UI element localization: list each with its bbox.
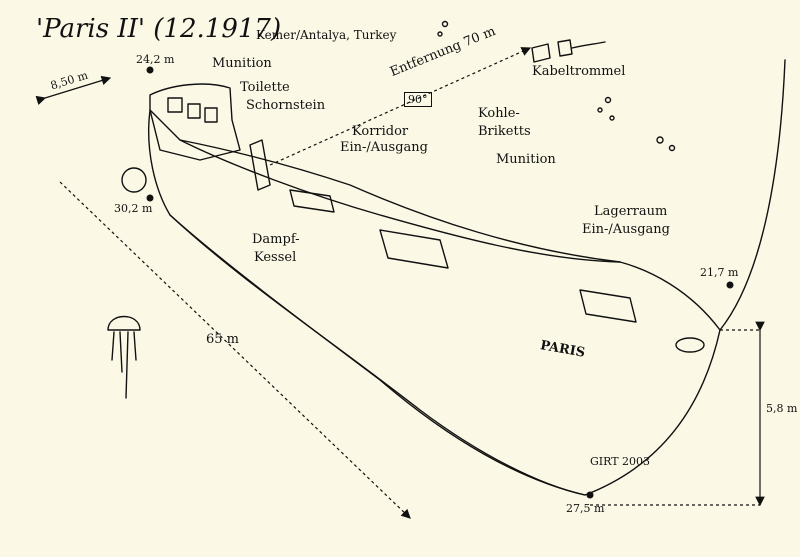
keel-line (169, 214, 586, 496)
bubble (656, 136, 664, 144)
chimney (249, 139, 271, 191)
porthole (675, 337, 705, 353)
label-lagerraum: Lagerraum (594, 204, 668, 219)
cable-drum (531, 39, 606, 63)
width-dimension (35, 75, 112, 106)
hatch (379, 229, 449, 269)
depth-stern: 30,2 m (114, 202, 153, 215)
label-kessel: Kessel (254, 250, 297, 265)
diagram-title: 'Paris II' (12.1917) (36, 14, 282, 44)
depth-dot-keel (586, 491, 594, 499)
depth-dot-stern (146, 194, 154, 202)
label-korridor: Korridor (352, 124, 409, 139)
bubble (609, 115, 615, 121)
hull-outline (148, 109, 721, 496)
label-schornstein: Schornstein (246, 98, 326, 113)
depth-dot-bridge (146, 66, 154, 74)
label-kohle: Kohle- (478, 106, 520, 121)
deck-line (179, 139, 621, 263)
label-briketts: Briketts (478, 124, 531, 139)
bow-mast (719, 59, 786, 331)
bridge-window (204, 107, 218, 123)
label-munition-mid: Munition (496, 152, 556, 167)
bubble (597, 107, 603, 113)
depth-bridge: 24,2 m (136, 53, 175, 66)
hatch (579, 289, 637, 323)
jellyfish (107, 315, 141, 399)
bridge-window (187, 103, 201, 119)
depth-dot-bow (726, 281, 734, 289)
bubble (604, 96, 612, 104)
label-kabeltrommel: Kabeltrommel (532, 64, 626, 79)
length-measurement: 65 m (206, 332, 240, 347)
bubble (668, 144, 676, 152)
height-measurement: 5,8 m (766, 402, 798, 415)
length-dimension (59, 181, 411, 519)
label-ein-ausgang-1: Ein-/Ausgang (340, 140, 428, 155)
bubble (441, 20, 449, 28)
label-dampf: Dampf- (252, 232, 300, 247)
bridge-structure (149, 83, 241, 161)
label-ein-ausgang-2: Ein-/Ausgang (582, 222, 670, 237)
hatch (289, 189, 335, 213)
artist-signature: GIRT 2003 (590, 455, 651, 468)
label-munition-top: Munition (212, 56, 272, 71)
bridge-window (167, 97, 183, 113)
diagram-location: Kemer/Antalya, Turkey (256, 28, 397, 42)
stern-wheel (121, 167, 147, 193)
bubble (437, 31, 443, 37)
label-toilette: Toilette (240, 80, 290, 95)
depth-bow: 21,7 m (700, 266, 739, 279)
label-angle: 90° (404, 92, 432, 107)
depth-keel: 27,5 m (566, 502, 605, 515)
